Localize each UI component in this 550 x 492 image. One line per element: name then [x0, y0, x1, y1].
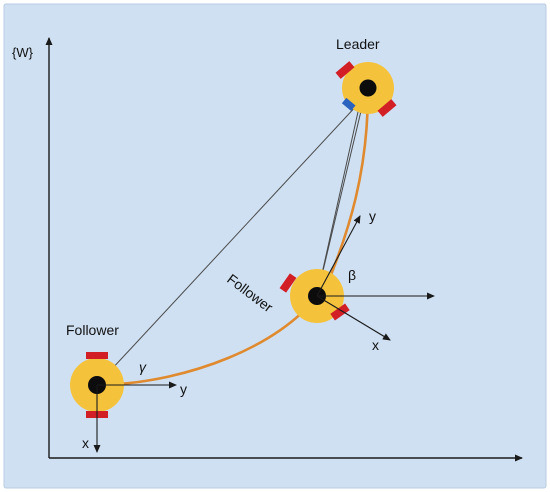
left-follower-label: Follower: [66, 322, 119, 338]
mid-axis-x: [316, 295, 391, 341]
mid-axis-y: [316, 215, 361, 297]
left-axis-x-label: x: [82, 435, 89, 451]
leader-label: Leader: [336, 36, 380, 52]
background-panel: [3, 3, 547, 489]
link-line-left-follower-to-leader: [96, 102, 360, 386]
mid-axis-y-label: y: [369, 208, 376, 224]
left-axis-y-label: y: [180, 381, 187, 397]
link-line-mid-follower-to-leader-2: [316, 93, 363, 297]
beta-label: β: [348, 267, 356, 283]
gamma-label: γ: [139, 359, 147, 375]
mid-axis-x-label: x: [372, 337, 379, 353]
world-frame-label: {W}: [12, 45, 34, 60]
link-line-mid-follower-to-leader-1: [316, 89, 367, 297]
leader-robot-icon: [335, 61, 397, 117]
trajectory-mid-follower: [322, 89, 370, 293]
leader-robot: [335, 61, 397, 117]
